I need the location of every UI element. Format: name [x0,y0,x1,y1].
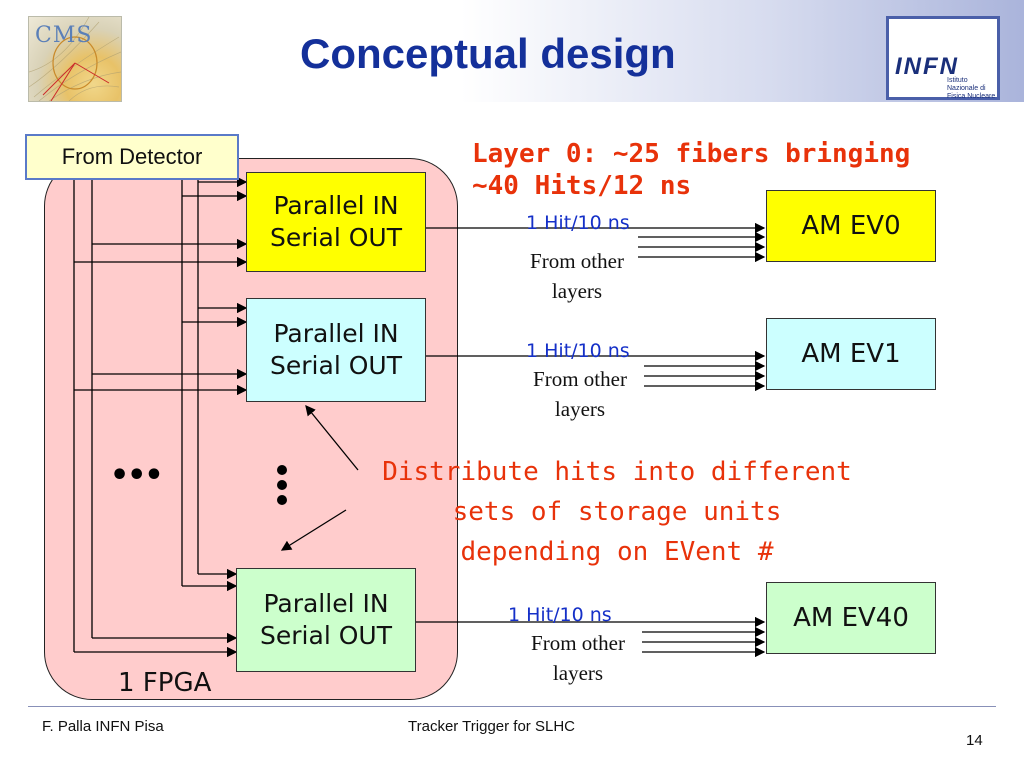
distribute-note-line1: Distribute hits into different [382,457,852,487]
from-other-line2: layers [552,661,604,685]
converter-line2: Serial OUT [270,223,402,252]
layer-note-line1: Layer 0: ~25 fibers bringing [472,139,911,169]
converter-line2: Serial OUT [270,351,402,380]
from-other-line1: From other [531,631,625,655]
from-other-line2: layers [554,397,606,421]
converter-box-3: Parallel IN Serial OUT [236,568,416,672]
page-number: 14 [966,732,983,749]
infn-logo-text: INFN [895,53,959,80]
header-band [0,0,1024,102]
converter-line2: Serial OUT [260,621,392,650]
infn-logo: INFN Istituto Nazionale di Fisica Nuclea… [886,16,1000,100]
cms-logo-text: CMS [35,23,93,48]
am-box-ev40: AM EV40 [766,582,936,654]
footer-author: F. Palla INFN Pisa [42,718,164,735]
from-detector-box: From Detector [25,134,239,180]
horizontal-ellipsis-icon: ••• [110,458,164,493]
layer-note-line2: ~40 Hits/12 ns [472,171,692,201]
rate-label: 1 Hit/10 ns [508,604,612,626]
converter-box-1: Parallel IN Serial OUT [246,172,426,272]
infn-logo-subtitle: Istituto Nazionale di Fisica Nucleare [947,77,996,100]
footer-talk-title: Tracker Trigger for SLHC [408,718,575,735]
converter-box-2: Parallel IN Serial OUT [246,298,426,402]
from-other-layers-label: From other layers [510,364,650,424]
fpga-label: 1 FPGA [118,668,212,698]
distribute-note-line3: depending on EVent # [460,537,774,567]
cms-logo: CMS [28,16,122,102]
vertical-ellipsis-icon [277,465,287,505]
layer-note: Layer 0: ~25 fibers bringing ~40 Hits/12… [472,138,910,202]
page-title: Conceptual design [300,30,676,77]
converter-line1: Parallel IN [263,589,389,618]
from-other-layers-label: From other layers [508,628,648,688]
footer-divider [28,706,996,707]
converter-line1: Parallel IN [273,319,399,348]
am-box-ev1: AM EV1 [766,318,936,390]
am-box-ev0: AM EV0 [766,190,936,262]
distribute-note: Distribute hits into different sets of s… [362,452,872,572]
from-other-line2: layers [551,279,603,303]
rate-label: 1 Hit/10 ns [526,340,630,362]
converter-line1: Parallel IN [273,191,399,220]
rate-label: 1 Hit/10 ns [526,212,630,234]
from-other-line1: From other [533,367,627,391]
from-other-layers-label: From other layers [507,246,647,306]
from-other-line1: From other [530,249,624,273]
distribute-note-line2: sets of storage units [452,497,782,527]
